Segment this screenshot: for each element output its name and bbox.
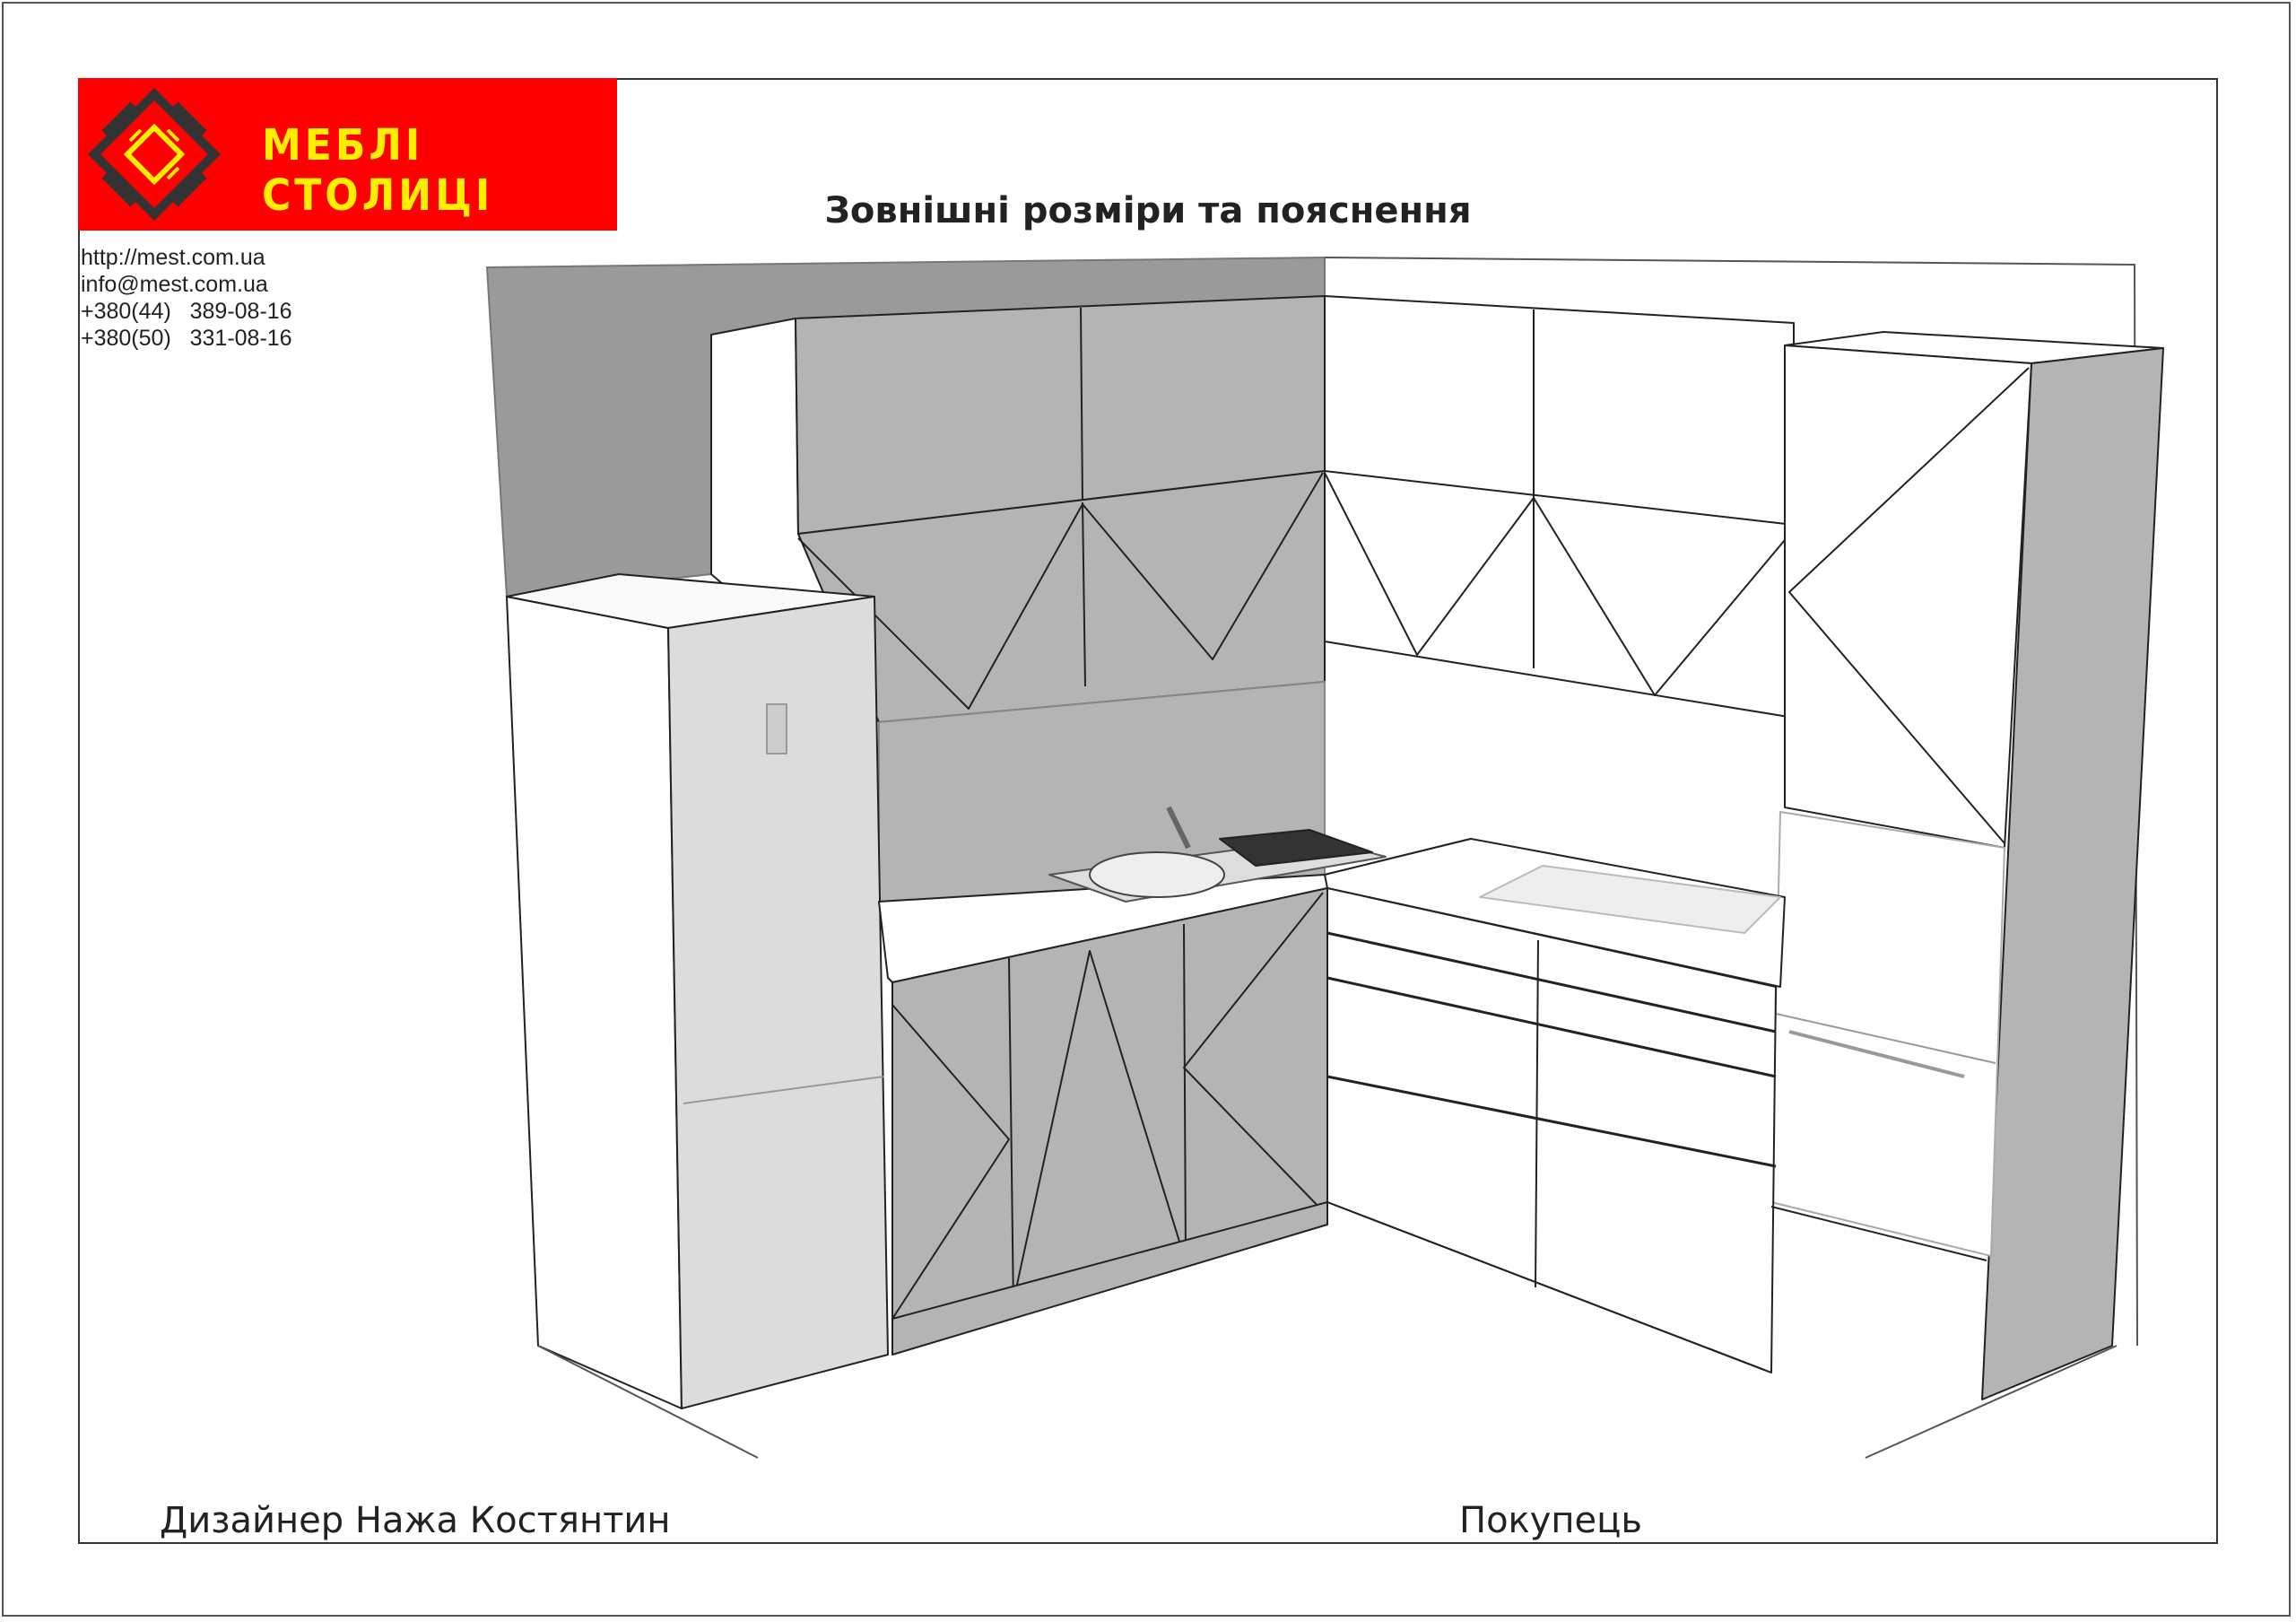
- phone-1: +380(44) 389-08-16: [81, 299, 292, 324]
- upper-cabinets-right: [1324, 295, 1795, 719]
- website-link[interactable]: http://mest.com.ua: [81, 245, 265, 270]
- buyer-signature-label: Покупець: [1459, 1500, 1642, 1541]
- oven-niche: [1770, 811, 2005, 1257]
- logo-diamond-icon: [87, 87, 222, 222]
- company-logo: МЕБЛІ СТОЛИЦІ: [78, 78, 617, 231]
- designer-signature-label: Дизайнер Нажа Костянтин: [160, 1500, 671, 1541]
- fridge-front: [667, 596, 889, 1409]
- countertop-right: [1324, 838, 1786, 988]
- brand-name: МЕБЛІ СТОЛИЦІ: [262, 119, 494, 222]
- floor-line-right: [1865, 1345, 2118, 1459]
- email-link[interactable]: info@mest.com.ua: [81, 272, 268, 297]
- sink-drainer: [1219, 829, 1373, 867]
- drawing-frame: [78, 78, 2218, 1544]
- plinth-left: [891, 1201, 1328, 1356]
- gas-hob: [1479, 865, 1781, 934]
- page-title: Зовнішні розміри та пояснення: [824, 190, 1472, 231]
- tall-column-upper-door: [1784, 344, 2032, 849]
- right-wall-edge: [1324, 257, 2138, 1347]
- fridge-side: [506, 596, 683, 1409]
- phone-2: +380(50) 331-08-16: [81, 326, 292, 351]
- contact-info: http://mest.com.ua info@mest.com.ua +380…: [81, 244, 292, 352]
- faucet: [1166, 806, 1191, 850]
- floor-line-left: [537, 1345, 759, 1459]
